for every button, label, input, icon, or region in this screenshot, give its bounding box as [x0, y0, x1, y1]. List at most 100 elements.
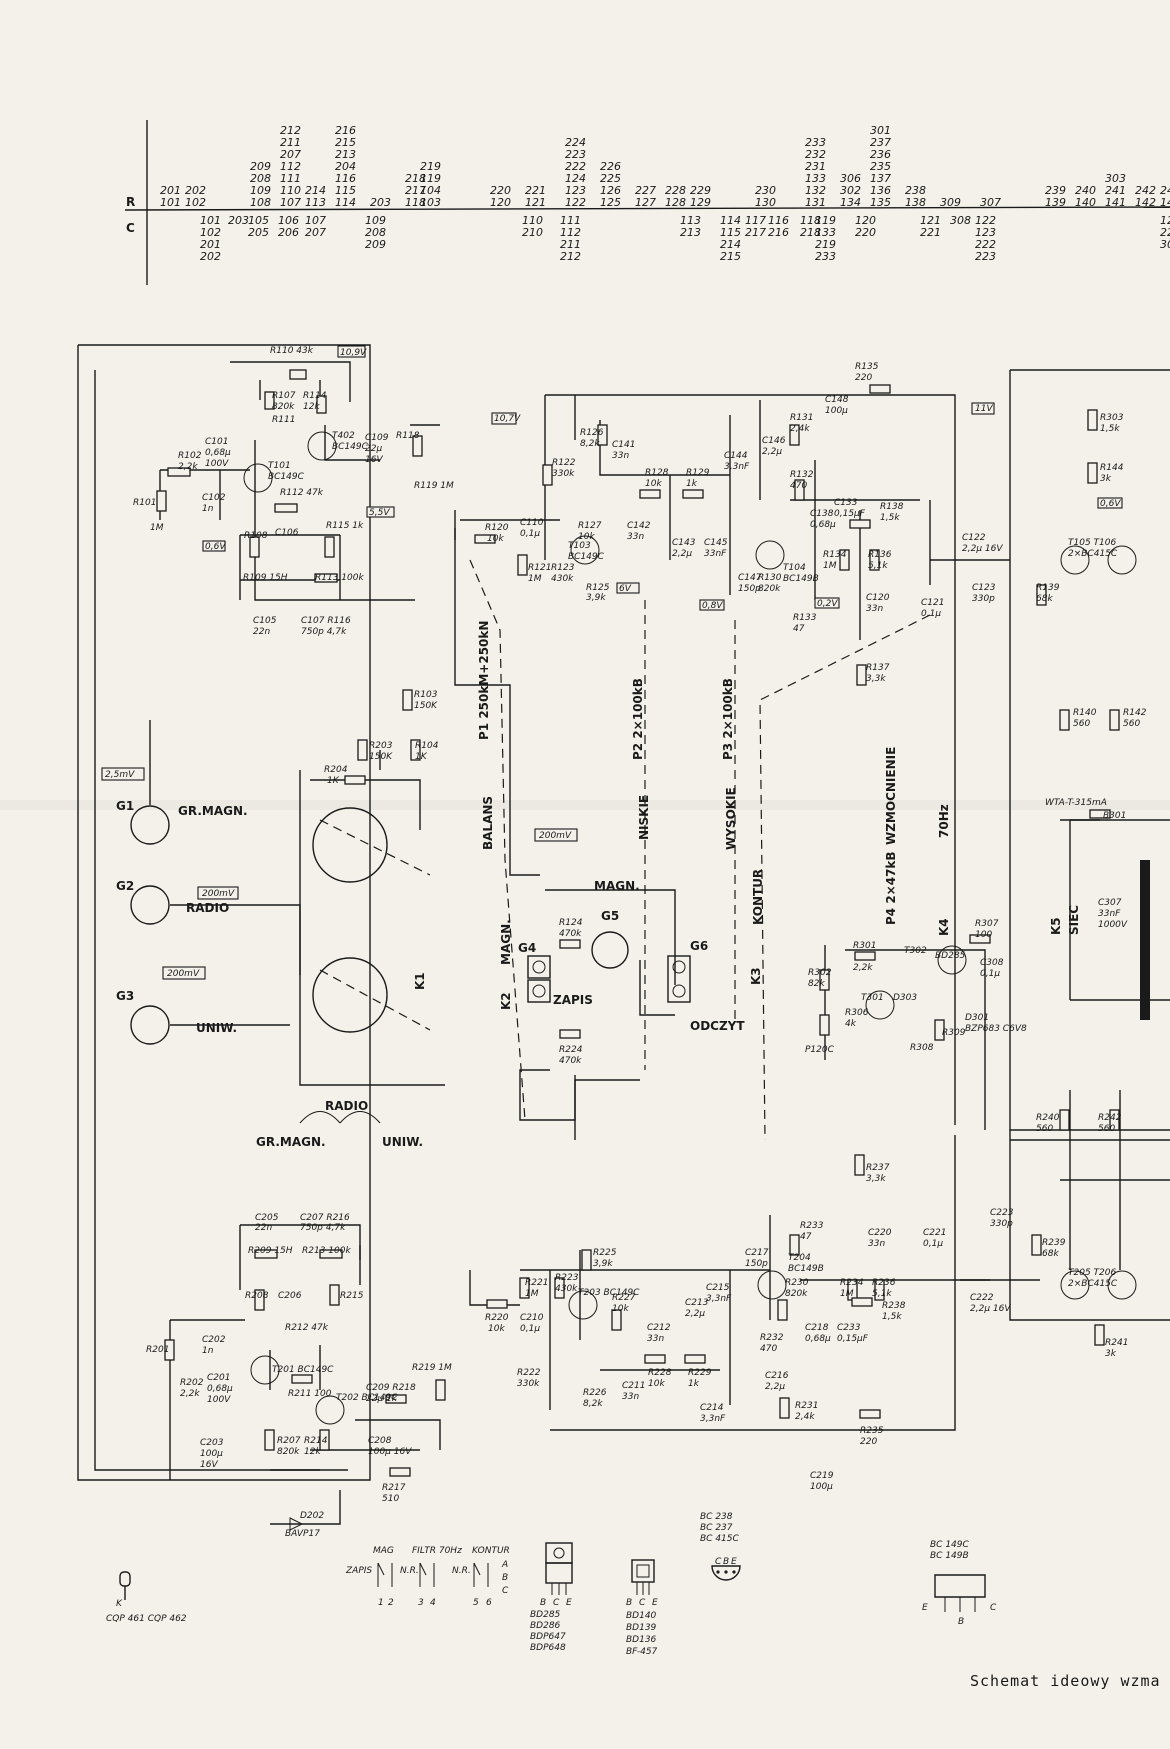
- svg-text:R114: R114: [303, 391, 327, 401]
- svg-text:T402: T402: [332, 431, 355, 441]
- svg-text:C221: C221: [923, 1228, 946, 1238]
- svg-text:R204: R204: [324, 765, 348, 775]
- svg-text:0,68µ: 0,68µ: [207, 1384, 233, 1394]
- index-r-entry: 243: [1160, 184, 1170, 197]
- index-r-entry: 217: [405, 184, 426, 197]
- label-p2: P2 2×100kB: [631, 678, 645, 760]
- index-r-entry: 109: [250, 184, 271, 197]
- index-r-entry: 133: [805, 172, 826, 185]
- svg-text:3,3nF: 3,3nF: [706, 1294, 732, 1304]
- svg-text:R134: R134: [823, 550, 847, 560]
- svg-text:47: 47: [800, 1232, 812, 1242]
- pinout-bd140: B C E BD140 BD139 BD136 BF-457: [626, 1559, 658, 1657]
- svg-text:R215: R215: [340, 1291, 364, 1301]
- svg-text:D202: D202: [300, 1511, 324, 1521]
- svg-text:T204: T204: [788, 1253, 811, 1263]
- svg-text:R202: R202: [180, 1378, 204, 1388]
- label-radio-2: RADIO: [325, 1099, 368, 1113]
- svg-text:C121: C121: [921, 598, 944, 608]
- pinout-bd140-label: BD140 BD139 BD136 BF-457: [626, 1611, 658, 1657]
- index-r-entry: 124: [565, 172, 586, 185]
- index-r-entry: 302: [840, 184, 861, 197]
- svg-text:150p: 150p: [738, 584, 761, 594]
- connector-g2: [130, 885, 170, 925]
- svg-text:R101: R101: [133, 498, 156, 508]
- label-niskie: NISKIE: [637, 795, 651, 840]
- index-r-entry: 134: [840, 196, 861, 209]
- svg-text:BC149C: BC149C: [268, 472, 305, 482]
- svg-text:C145: C145: [704, 538, 728, 548]
- index-r-entry: 306: [840, 172, 861, 185]
- svg-text:R103: R103: [414, 690, 438, 700]
- svg-text:0,15µF: 0,15µF: [837, 1334, 869, 1344]
- label-wzmocnienie: WZMOCNIENIE: [884, 747, 898, 845]
- index-r-entry: 139: [1045, 196, 1066, 209]
- svg-text:560: 560: [1098, 1124, 1115, 1134]
- index-c-entry: 207: [305, 226, 326, 239]
- svg-text:R107: R107: [272, 391, 296, 401]
- svg-text:R110 43k: R110 43k: [270, 346, 314, 356]
- index-r-entry: 101: [160, 196, 181, 209]
- svg-text:C207 R216: C207 R216: [300, 1213, 350, 1223]
- index-c-entry: 205: [248, 226, 269, 239]
- index-c-entry: 101: [200, 214, 221, 227]
- index-r-entry: 107: [280, 196, 301, 209]
- legend-contact-a: A: [501, 1560, 508, 1570]
- svg-text:10k: 10k: [612, 1304, 629, 1314]
- svg-text:C148: C148: [825, 395, 849, 405]
- connector-label-g1: G1: [116, 799, 134, 813]
- index-c-entry: 208: [365, 226, 386, 239]
- svg-text:R306: R306: [845, 1008, 869, 1018]
- index-r-entry: 126: [600, 184, 621, 197]
- svg-text:C215: C215: [706, 1283, 730, 1293]
- svg-text:C110: C110: [520, 518, 544, 528]
- index-r-entry: 104: [420, 184, 441, 197]
- index-r-entry: 242: [1135, 184, 1156, 197]
- svg-text:C201: C201: [207, 1373, 230, 1383]
- svg-text:82k: 82k: [808, 979, 825, 989]
- index-c-entry: 203: [228, 214, 249, 227]
- svg-text:4k: 4k: [845, 1019, 857, 1029]
- svg-text:2,2µ 16V: 2,2µ 16V: [970, 1304, 1011, 1314]
- connector-label-g3: G3: [116, 989, 134, 1003]
- svg-text:10k: 10k: [648, 1379, 665, 1389]
- svg-text:2×BC415C: 2×BC415C: [1068, 1279, 1118, 1289]
- svg-text:5,1k: 5,1k: [872, 1289, 892, 1299]
- index-r-entry: 238: [905, 184, 926, 197]
- svg-text:T203 BC149C: T203 BC149C: [578, 1288, 640, 1298]
- index-r-entry: 136: [870, 184, 891, 197]
- svg-text:470k: 470k: [559, 929, 582, 939]
- index-r-entry: 132: [805, 184, 826, 197]
- svg-text:BC149B: BC149B: [788, 1264, 824, 1274]
- svg-text:R307: R307: [975, 919, 999, 929]
- svg-text:150K: 150K: [369, 752, 393, 762]
- svg-text:C219: C219: [810, 1471, 834, 1481]
- index-r-entry: 143: [1160, 196, 1170, 209]
- pinout-bc149-pin-e: E: [922, 1603, 928, 1613]
- svg-text:1M: 1M: [525, 1289, 539, 1299]
- index-r-entry: 138: [905, 196, 926, 209]
- svg-text:C141: C141: [612, 440, 635, 450]
- label-k4: K4: [937, 918, 951, 936]
- label-wysokie: WYSOKIE: [724, 787, 738, 850]
- pinout-bc149-label: BC 149C BC 149B: [930, 1540, 969, 1561]
- level-10-7v: 10,7V: [494, 414, 521, 424]
- svg-text:2,2k: 2,2k: [853, 963, 873, 973]
- index-c-entry: 114: [720, 214, 741, 227]
- svg-text:R104: R104: [415, 741, 439, 751]
- svg-text:R221: R221: [525, 1278, 548, 1288]
- svg-text:33nF: 33nF: [1098, 909, 1121, 919]
- svg-text:2,2k: 2,2k: [180, 1389, 200, 1399]
- svg-text:R138: R138: [880, 502, 904, 512]
- svg-text:C203: C203: [200, 1438, 224, 1448]
- index-c-entry: 118: [800, 214, 821, 227]
- svg-text:100µ 16V: 100µ 16V: [368, 1447, 412, 1457]
- svg-text:330k: 330k: [517, 1379, 540, 1389]
- svg-text:R233: R233: [800, 1221, 824, 1231]
- svg-text:R309: R309: [942, 1028, 966, 1038]
- pinout-bc238-pin-c: C: [715, 1557, 722, 1567]
- index-c-entry: 219: [815, 238, 836, 251]
- legend-header-kontur: KONTUR: [472, 1546, 510, 1556]
- svg-text:R123: R123: [551, 563, 575, 573]
